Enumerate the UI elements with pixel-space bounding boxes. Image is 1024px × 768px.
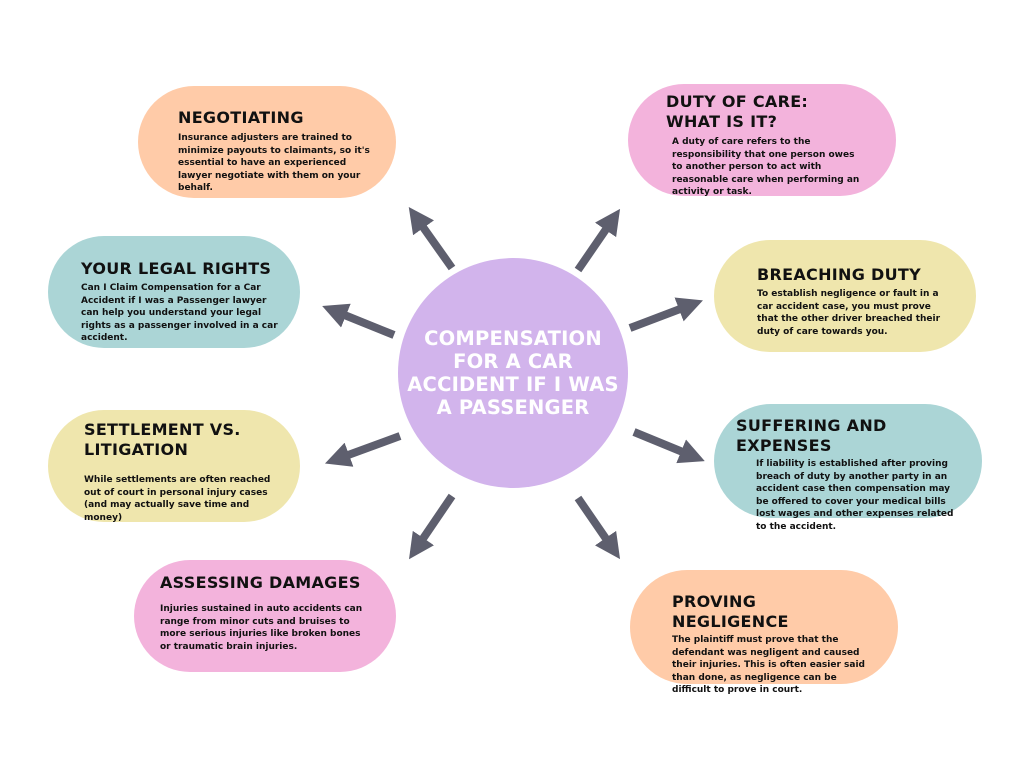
topic-body: A duty of care refers to the responsibil… <box>672 137 860 197</box>
central-topic: COMPENSATION FOR A CAR ACCIDENT IF I WAS… <box>398 258 628 488</box>
arrow-to-suffering <box>632 428 705 464</box>
central-topic-title: COMPENSATION FOR A CAR ACCIDENT IF I WAS… <box>407 327 619 419</box>
topic-heading: PROVING NEGLIGENCE <box>672 592 789 631</box>
arrow-to-settlement <box>324 432 402 467</box>
topic-body: While settlements are often reached out … <box>84 475 271 523</box>
topic-suffering: SUFFERING AND EXPENSES If liability is e… <box>714 404 982 532</box>
topic-body: Can I Claim Compensation for a Car Accid… <box>81 283 278 343</box>
arrow-to-negotiating <box>408 206 456 271</box>
topic-body: Insurance adjusters are trained to minim… <box>178 133 370 193</box>
topic-negligence: PROVING NEGLIGENCE The plaintiff must pr… <box>630 570 898 695</box>
arrow-to-duty-of-care <box>574 208 621 273</box>
topic-heading: BREACHING DUTY <box>757 265 921 284</box>
topic-body: To establish negligence or fault in a ca… <box>757 289 941 337</box>
topic-heading: YOUR LEGAL RIGHTS <box>81 259 272 278</box>
topic-negotiating: NEGOTIATING Insurance adjusters are trai… <box>138 86 396 198</box>
topic-breaching-duty: BREACHING DUTY To establish negligence o… <box>714 240 976 352</box>
topic-settlement: SETTLEMENT VS. LITIGATION While settleme… <box>48 410 300 523</box>
topic-heading: NEGOTIATING <box>178 108 304 127</box>
topic-body: Injuries sustained in auto accidents can… <box>160 604 363 652</box>
topic-body: If liability is established after provin… <box>756 459 954 532</box>
arrow-to-negligence <box>574 495 621 560</box>
arrow-to-damages <box>409 493 456 560</box>
arrow-to-breaching-duty <box>628 297 703 332</box>
topic-heading: DUTY OF CARE: WHAT IS IT? <box>666 92 809 131</box>
topic-damages: ASSESSING DAMAGES Injuries sustained in … <box>134 560 396 672</box>
topic-body: The plaintiff must prove that the defend… <box>672 635 865 695</box>
topic-legal-rights: YOUR LEGAL RIGHTS Can I Claim Compensati… <box>48 236 300 348</box>
topic-duty-of-care: DUTY OF CARE: WHAT IS IT? A duty of care… <box>628 84 896 197</box>
topic-heading: ASSESSING DAMAGES <box>160 573 361 592</box>
topic-heading: SETTLEMENT VS. LITIGATION <box>84 420 241 459</box>
topic-heading: SUFFERING AND EXPENSES <box>736 416 887 455</box>
arrow-to-legal-rights <box>322 303 396 339</box>
